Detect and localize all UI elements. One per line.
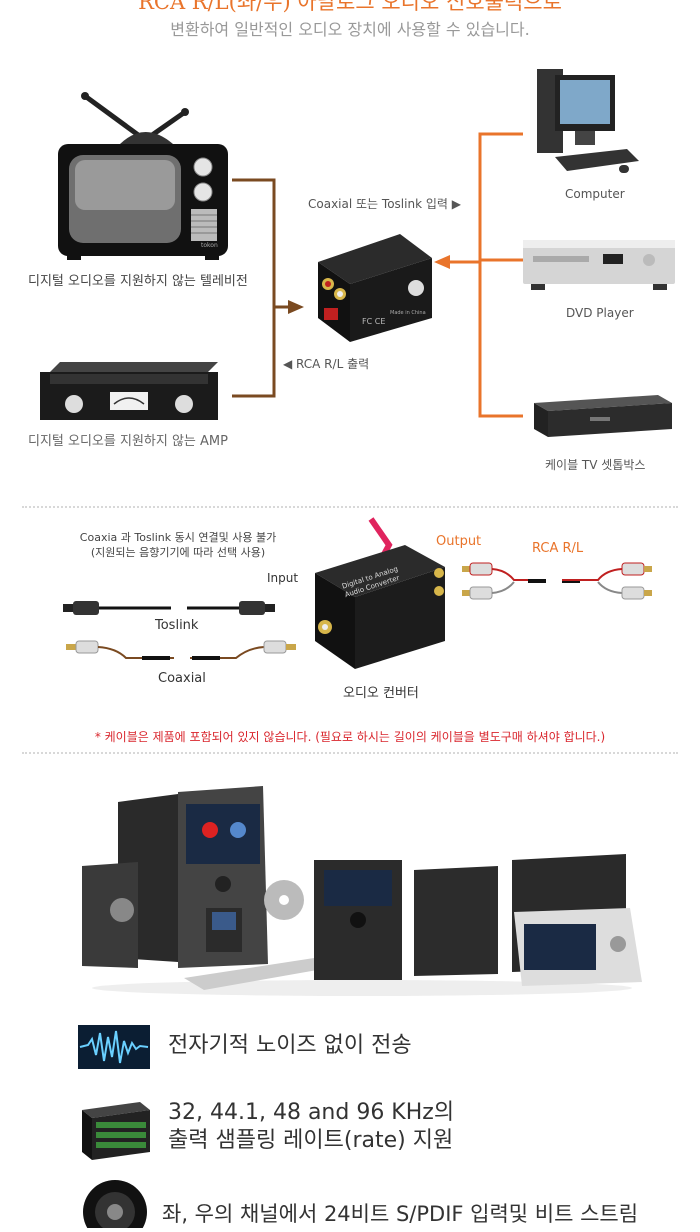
cable-note-line1: Coaxia 과 Toslink 동시 연결및 사용 불가 [79,531,277,544]
audio-devices-photo [78,782,646,997]
tv-brand: tokon [201,242,218,249]
tv-caption: 디지털 오디오를 지원하지 않는 텔레비전 [28,274,248,289]
settop-box-caption: 케이블 TV 셋톱박스 [545,458,646,472]
rca-output-bracket [232,178,312,400]
output-label: ◀ RCA R/L 출력 [283,357,370,371]
converter-made-in: Made in China [390,310,426,316]
rca-cable [462,560,652,602]
settop-box-image [530,395,672,441]
feature-2-text: 32, 44.1, 48 and 96 KHz의 출력 샘플링 레이트(rate… [168,1099,454,1155]
feature-2-line2: 출력 샘플링 레이트(rate) 지원 [168,1128,454,1153]
input-label: Coaxial 또는 Toslink 입력 ▶ [308,197,461,211]
cable-note-line2: (지원되는 음향기기에 따라 선택 사용) [90,546,266,559]
cable-notice: * 케이블은 제품에 포함되어 있지 않습니다. (필요로 하시는 길이의 케이… [94,730,606,744]
divider-1 [22,506,678,508]
header-title: RCA R/L(좌/우) 아날로그 오디오 신호출력으로 [138,0,562,14]
audio-converter-image: Digital to Analog Audio Converter [305,515,450,675]
coaxial-label: Coaxial [158,671,206,686]
tv-image: tokon [55,92,230,262]
computer-image [535,65,645,180]
input-source-bracket [430,130,525,422]
rca-label: RCA R/L [532,541,584,556]
svg-text:FC CE: FC CE [362,317,385,326]
amp-caption: 디지털 오디오를 지원하지 않는 AMP [28,434,228,449]
amp-image [40,360,218,422]
cable-note: Coaxia 과 Toslink 동시 연결및 사용 불가 (지원되는 음향기기… [78,530,278,560]
output-port-label: Output [436,534,482,549]
dvd-player-caption: DVD Player [566,306,634,320]
toslink-label: Toslink [155,618,199,633]
audio-converter-caption: 오디오 컨버터 [343,686,419,701]
dvd-player-image [523,240,675,292]
feature-icon-speaker [82,1178,148,1232]
input-port-label: Input [267,571,299,585]
coaxial-cable [66,636,296,666]
divider-2 [22,752,678,754]
converter-image: FC CE Made in China [314,232,436,344]
feature-icon-equipment-rack [80,1100,150,1162]
computer-caption: Computer [565,187,625,201]
feature-3-text: 좌, 우의 채널에서 24비트 S/PDIF 입력및 비트 스트림 [162,1202,639,1226]
toslink-cable [63,598,275,618]
feature-1-text: 전자기적 노이즈 없이 전송 [168,1033,412,1058]
feature-icon-waveform [78,1025,150,1069]
header-subtitle: 변환하여 일반적인 오디오 장치에 사용할 수 있습니다. [170,20,530,39]
feature-2-line1: 32, 44.1, 48 and 96 KHz의 [168,1100,455,1125]
